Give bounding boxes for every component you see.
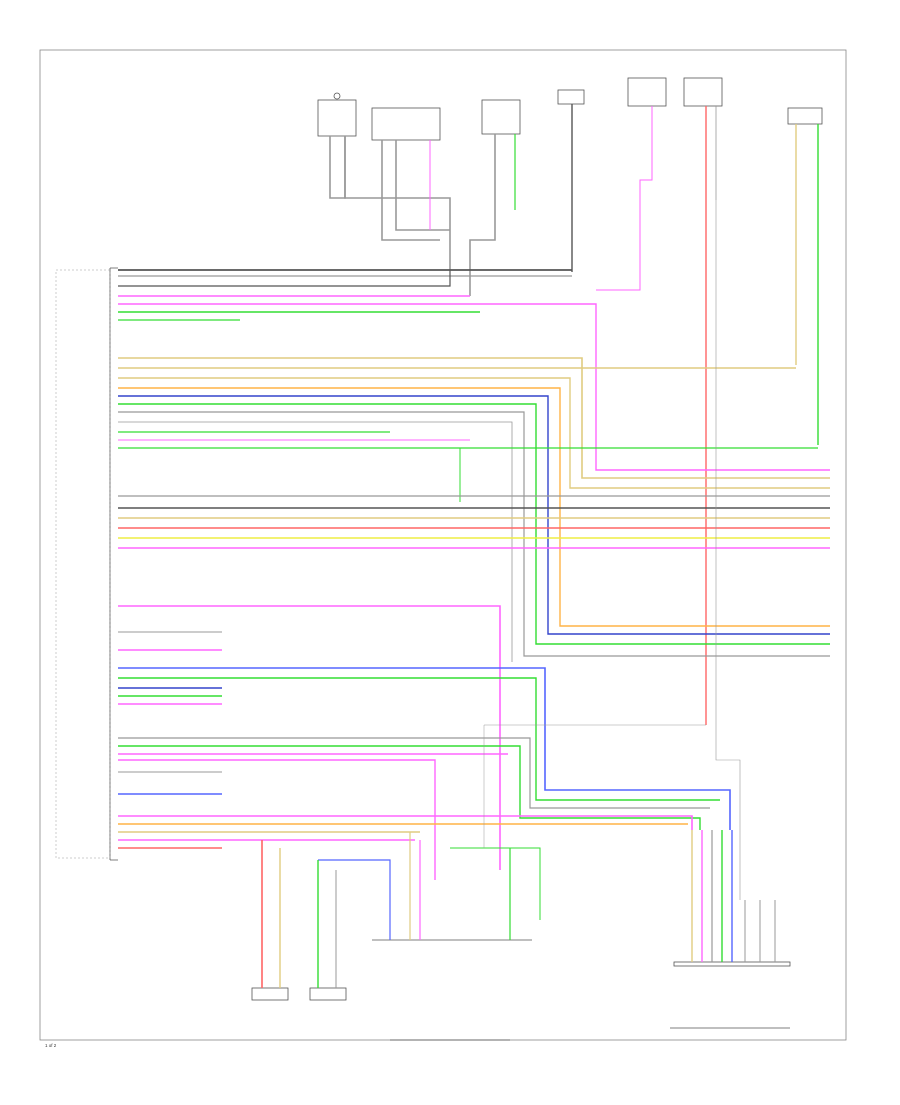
wire-2	[344, 136, 451, 270]
page-number: 1 of 2	[45, 1043, 57, 1048]
wire-9	[596, 106, 653, 291]
wire-16	[118, 270, 451, 287]
module-component	[481, 99, 521, 135]
wire-26	[118, 403, 830, 645]
wire-65	[450, 847, 541, 920]
wire-21	[118, 357, 830, 479]
wire-47	[118, 737, 710, 809]
wire-18	[118, 303, 830, 471]
switch-component	[371, 107, 441, 141]
fuse-component-1	[627, 77, 667, 107]
wire-1	[329, 136, 346, 199]
module-bracket	[109, 267, 118, 861]
wire-53	[118, 815, 693, 830]
wire-60	[318, 859, 391, 940]
wire-24	[118, 387, 830, 627]
speaker-left	[309, 987, 347, 1001]
wire-42	[118, 667, 731, 830]
bottom-components	[251, 939, 791, 1041]
wire-77	[715, 200, 741, 900]
wire-25	[118, 395, 830, 635]
top-components	[317, 77, 823, 141]
fuse-component-2	[683, 77, 723, 107]
wire-6	[469, 134, 496, 296]
wire-43	[118, 677, 720, 801]
connector-top-right	[787, 107, 823, 125]
wire-3	[381, 140, 440, 241]
module-outline	[55, 269, 111, 859]
wire-28	[118, 421, 513, 662]
wire-23	[118, 377, 830, 489]
relay-terminal	[333, 92, 341, 100]
wire-group	[118, 104, 830, 988]
wire-50	[118, 759, 436, 880]
speaker-right	[251, 987, 289, 1001]
audio-module	[55, 267, 118, 861]
amplifier-connector	[673, 961, 791, 967]
wire-48	[118, 745, 701, 830]
wire-27	[118, 411, 830, 657]
wire-39	[118, 605, 501, 870]
relay-component-1	[317, 99, 357, 137]
wire-4	[395, 140, 450, 231]
sensor-component	[557, 89, 585, 105]
